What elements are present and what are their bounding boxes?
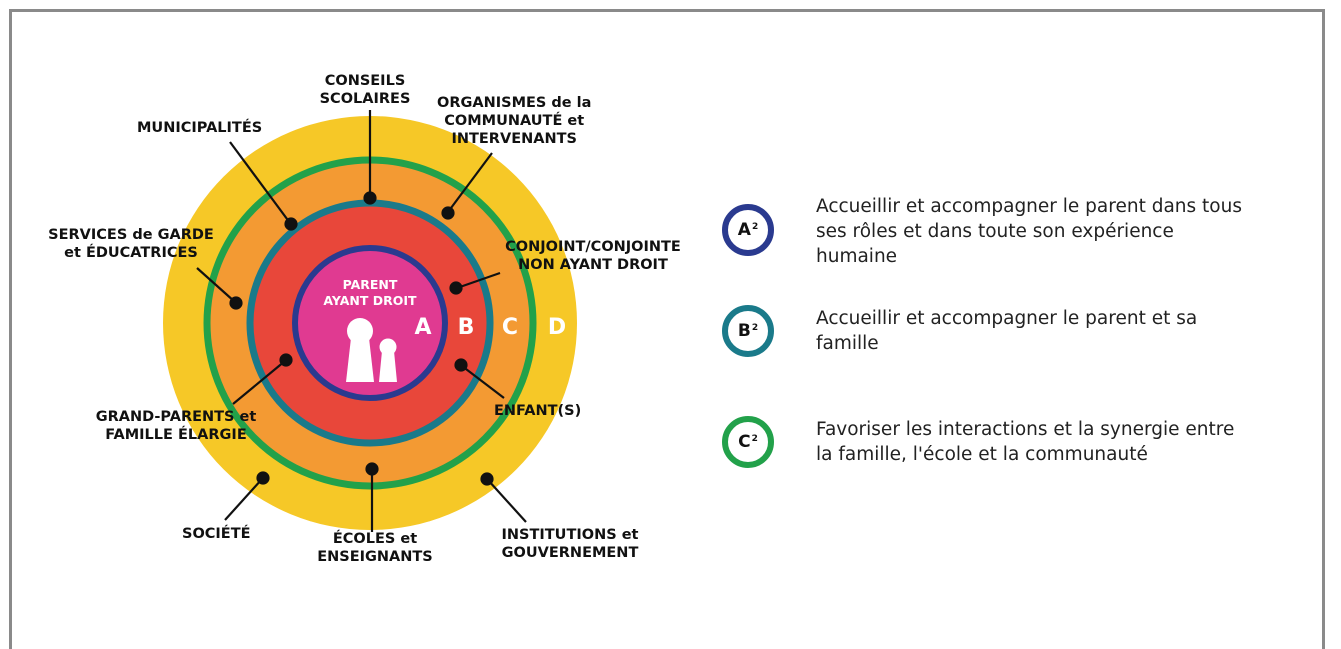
connector-conseils (363, 110, 377, 205)
label-societe: SOCIÉTÉ (182, 526, 251, 542)
connector-institutions (480, 472, 527, 523)
connector-grandparents (232, 353, 293, 405)
label-municipalites: MUNICIPALITÉS (137, 120, 263, 136)
center-line-1: PARENT (343, 277, 398, 292)
ring-letter-a: A (414, 315, 431, 340)
connector-conjoint (449, 271, 501, 295)
connector-societe (224, 471, 270, 521)
center-line-2: AYANT DROIT (323, 293, 417, 308)
legend-text-c: Favoriser les interactions et la synergi… (816, 419, 1235, 465)
connector-municipalites (229, 141, 298, 231)
ring-letter-c: C (502, 315, 518, 340)
parent-child-keyhole-icon (346, 318, 397, 382)
connector-services (196, 267, 243, 310)
label-enfants: ENFANT(S) (494, 403, 582, 419)
ring-letter-b: B (458, 315, 475, 340)
ring-letter-d: D (548, 315, 566, 340)
legend-text-b: Accueillir et accompagner le parent et s… (816, 308, 1198, 354)
legend-text-a: Accueillir et accompagner le parent dans… (816, 196, 1242, 267)
connector-organismes (441, 152, 493, 220)
connector-ecoles (365, 462, 379, 532)
connector-enfants (454, 358, 505, 399)
